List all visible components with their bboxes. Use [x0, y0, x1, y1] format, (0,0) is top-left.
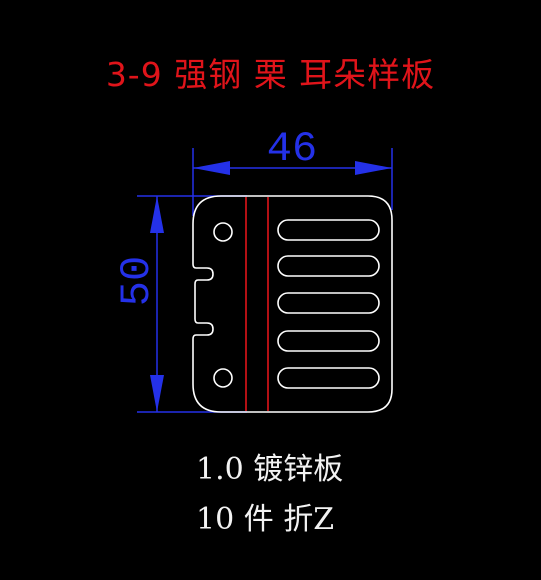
- slot: [277, 255, 380, 277]
- slot: [277, 330, 380, 352]
- mounting-hole-top: [213, 222, 233, 242]
- width-dimension-value: 46: [267, 125, 317, 173]
- height-arrow-bottom: [150, 375, 164, 412]
- slot: [277, 219, 380, 241]
- slot-group: [277, 219, 380, 389]
- slot: [277, 367, 380, 389]
- material-note: 1.0 镀锌板: [196, 452, 344, 487]
- plate-outline: [192, 195, 393, 413]
- width-dimension: [192, 148, 393, 216]
- width-arrow-right: [355, 161, 392, 175]
- height-dimension-value: 50: [113, 256, 161, 306]
- mounting-hole-bottom: [213, 368, 233, 388]
- width-arrow-left: [193, 161, 230, 175]
- drawing-title: 3-9 强钢 栗 耳朵样板: [105, 55, 436, 94]
- slot: [277, 292, 380, 314]
- quantity-note: 10 件 折Z: [196, 502, 335, 537]
- height-arrow-top: [150, 196, 164, 233]
